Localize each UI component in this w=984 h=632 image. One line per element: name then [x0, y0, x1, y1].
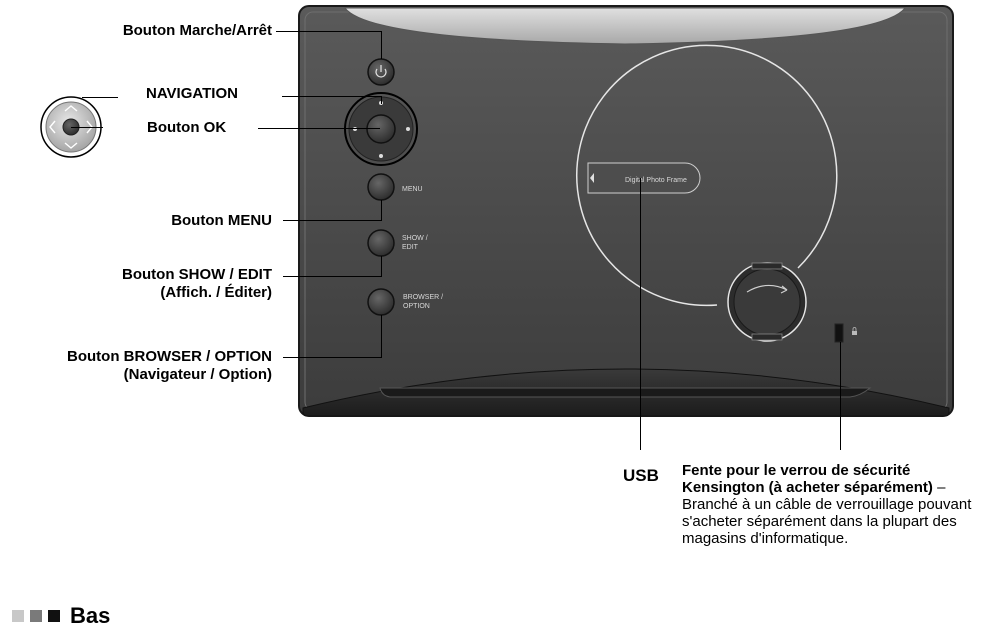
show-edit-button-illustration: SHOW / EDIT [367, 229, 428, 257]
kensington-note-text: – Branché à un câble de verrouillage pou… [682, 479, 972, 547]
label-show-edit-line1: Bouton SHOW / EDIT [122, 266, 272, 283]
device-edit-label: EDIT [402, 244, 419, 251]
power-icon [375, 65, 387, 78]
kensington-note-title: Fente pour le verrou de sécurité Kensing… [682, 462, 933, 496]
label-browser-line1: Bouton BROWSER / OPTION [67, 348, 272, 365]
kensington-note: Fente pour le verrou de sécurité Kensing… [682, 462, 982, 547]
device-menu-label: MENU [402, 186, 423, 193]
label-browser-line2: (Navigateur / Option) [123, 366, 272, 383]
section-title: Bas [70, 603, 111, 628]
label-show-edit-line2: (Affich. / Éditer) [160, 284, 272, 301]
usb-plate: Digital Photo Frame [587, 162, 701, 194]
legend-square-light [12, 610, 24, 622]
power-button-illustration [367, 58, 395, 86]
legend-square-mid [30, 610, 42, 622]
device-body [298, 5, 954, 417]
legend-square-dark [48, 610, 60, 622]
label-show-edit-button: Bouton SHOW / EDIT (Affich. / Éditer) [122, 266, 272, 302]
label-navigation: NAVIGATION [146, 85, 238, 102]
device-option-label: OPTION [403, 303, 430, 310]
device-brand-label: Digital Photo Frame [625, 177, 687, 184]
device-browser-label: BROWSER / [403, 294, 443, 301]
label-menu-button: Bouton MENU [171, 212, 272, 229]
kensington-slot [834, 323, 857, 343]
menu-button-illustration: MENU [367, 173, 423, 201]
label-browser-option-button: Bouton BROWSER / OPTION (Navigateur / Op… [67, 348, 272, 384]
navigation-pad-illustration [344, 92, 418, 166]
label-power-button: Bouton Marche/Arrêt [122, 22, 272, 39]
label-usb: USB [623, 466, 659, 485]
lock-icon [852, 327, 857, 335]
stand-circle [576, 44, 838, 342]
device-show-label: SHOW / [402, 235, 428, 242]
label-ok-button: Bouton OK [147, 119, 227, 136]
